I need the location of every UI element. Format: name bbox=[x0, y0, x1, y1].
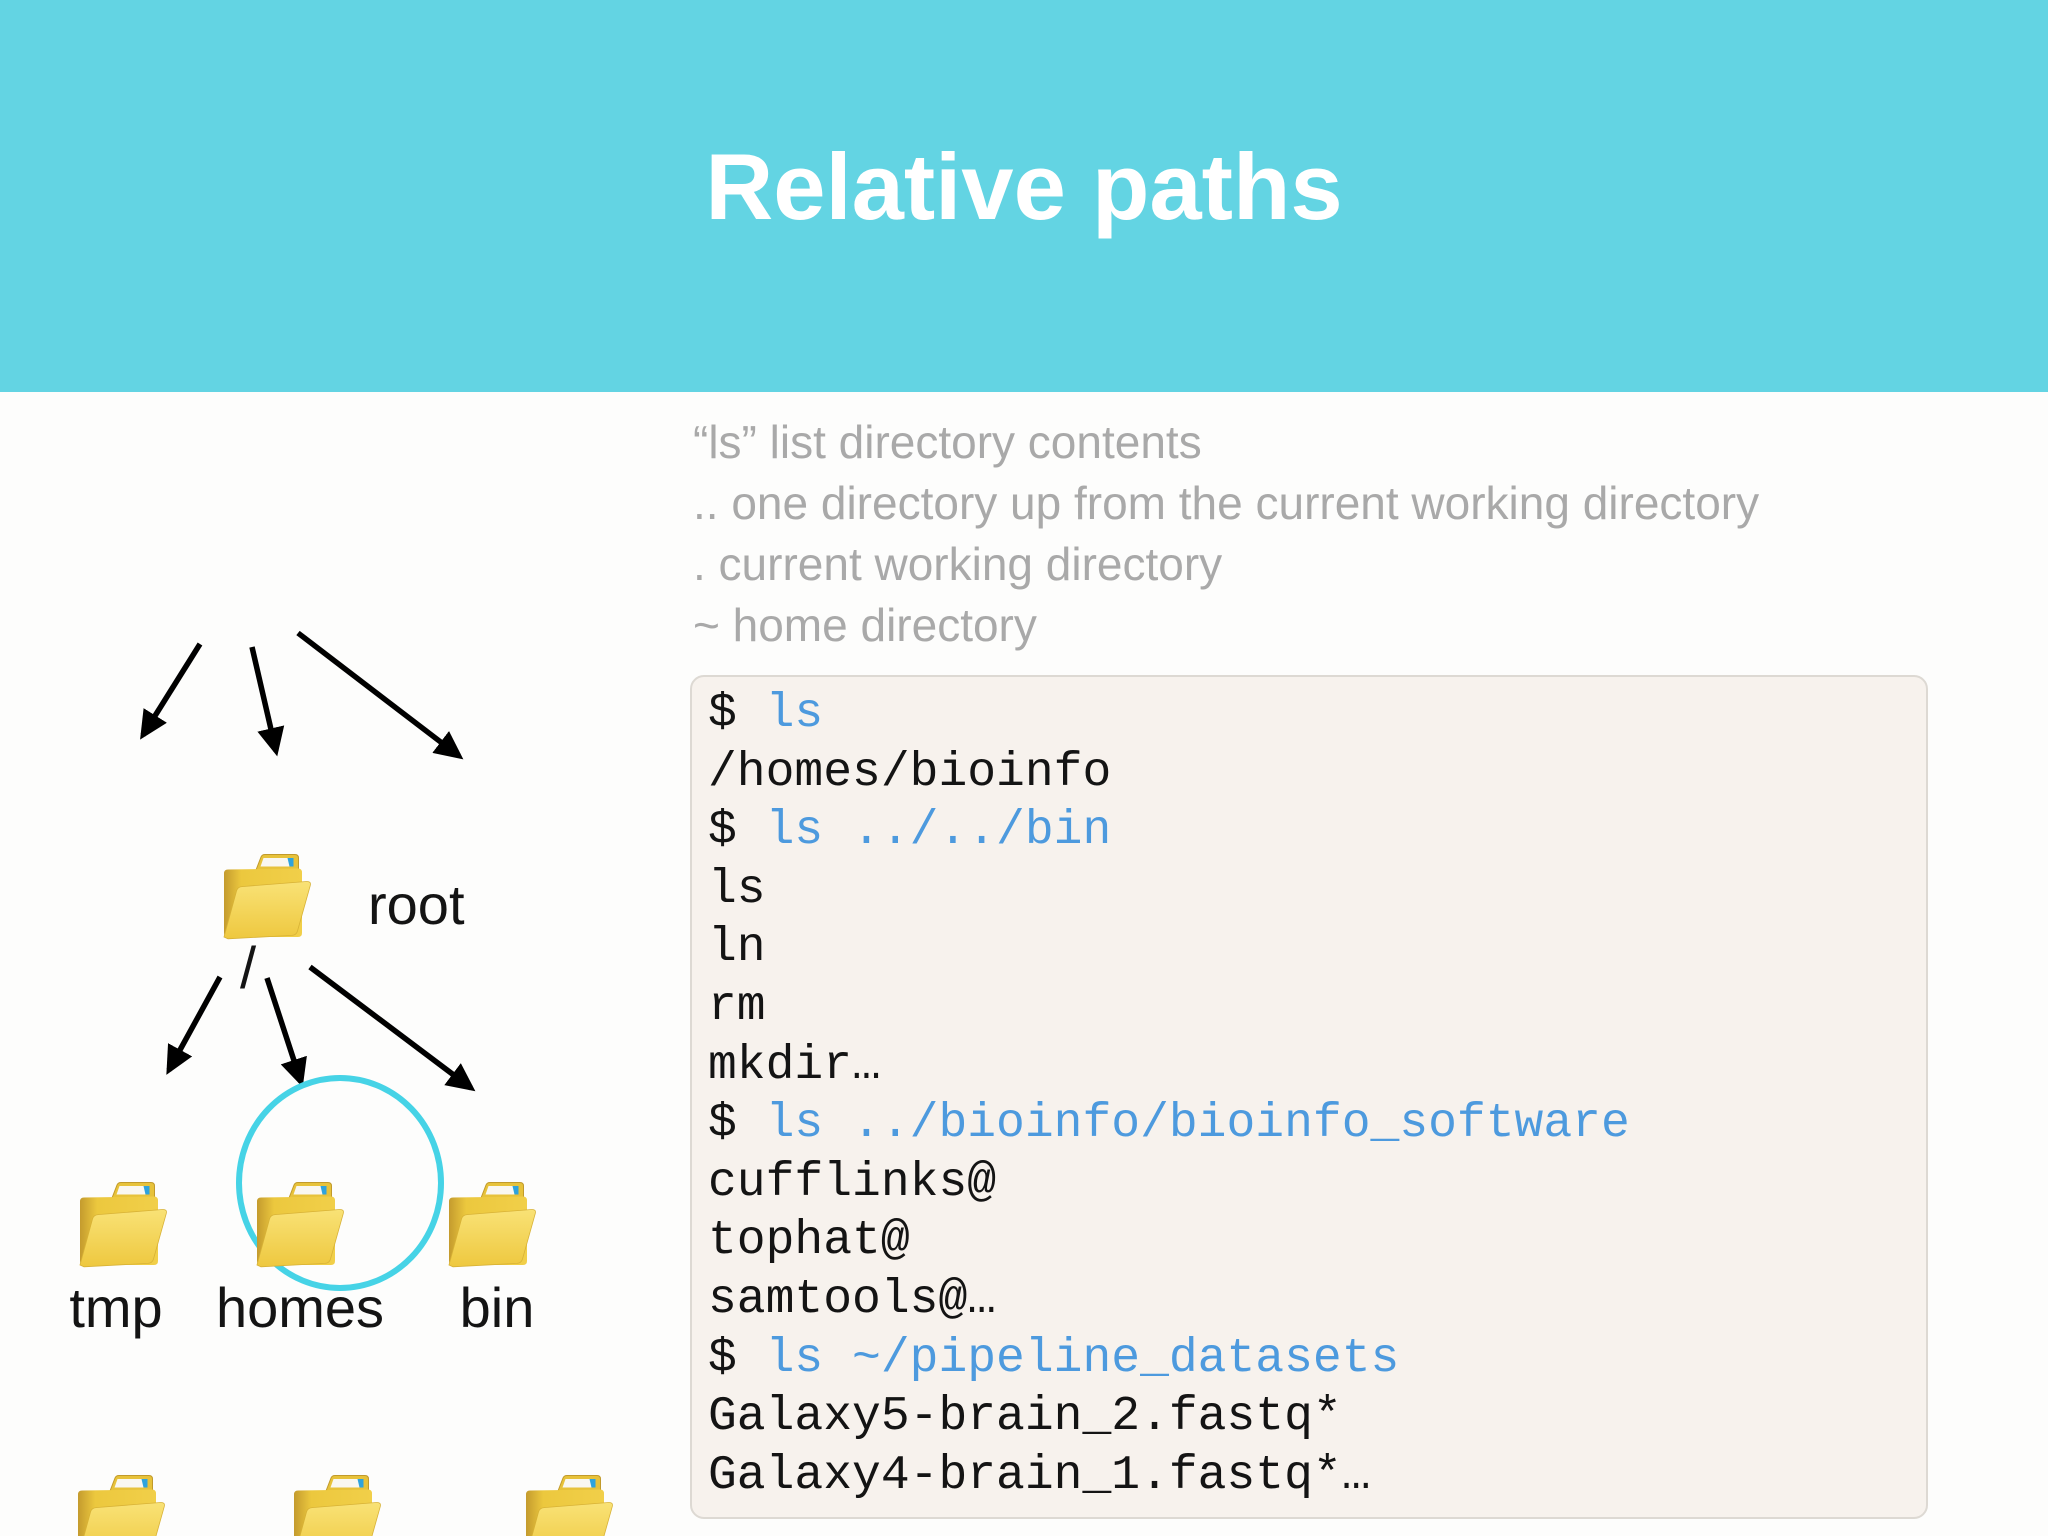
shell-command: ls bbox=[765, 687, 824, 741]
shell-command: ls ../../bin bbox=[765, 804, 1112, 859]
header-band bbox=[0, 0, 2048, 392]
folder-user2 bbox=[512, 1473, 616, 1536]
shell-output: Galaxy4-brain_1.fastq*… bbox=[708, 1448, 1371, 1503]
arrow-root-homes bbox=[249, 646, 285, 757]
folder-user1 bbox=[64, 1473, 168, 1536]
folder-icon bbox=[223, 854, 311, 940]
terminal-line: /homes/bioinfo bbox=[708, 744, 1908, 803]
bioinfo-highlight-circle bbox=[236, 1075, 444, 1291]
node-label-bin: bin bbox=[459, 1276, 535, 1339]
folder-icon bbox=[79, 1182, 167, 1268]
shell-output: samtools@… bbox=[708, 1272, 997, 1327]
terminal-line: ls bbox=[708, 861, 1908, 920]
arrow-homes-bioinfo bbox=[264, 977, 307, 1088]
folder-homes bbox=[243, 1180, 347, 1272]
shell-output: rm bbox=[708, 979, 766, 1034]
terminal-line: cufflinks@ bbox=[708, 1154, 1908, 1213]
directory-tree-diagram: root / bbox=[0, 380, 690, 1536]
terminal-line: Galaxy5-brain_2.fastq* bbox=[708, 1388, 1908, 1447]
terminal-line: tophat@ bbox=[708, 1212, 1908, 1271]
terminal-line: $ ls bbox=[708, 685, 1908, 744]
shell-output: tophat@ bbox=[708, 1214, 910, 1269]
terminal-block: $ ls /homes/bioinfo $ ls ../../bin ls ln… bbox=[690, 675, 1928, 1519]
node-label-root: root bbox=[368, 873, 465, 936]
shell-output: mkdir… bbox=[708, 1038, 881, 1093]
note-ls: “ls” list directory contents bbox=[693, 416, 1202, 468]
tree-connectors bbox=[140, 630, 476, 1291]
shell-prompt: $ bbox=[708, 1331, 766, 1386]
shell-prompt: $ bbox=[708, 687, 766, 741]
shell-output: ln bbox=[708, 921, 766, 976]
terminal-line: Galaxy4-brain_1.fastq*… bbox=[708, 1447, 1908, 1506]
shell-command: ls ../bioinfo/bioinfo_software bbox=[765, 1097, 1630, 1152]
folder-icon bbox=[256, 1182, 344, 1268]
shell-prompt: $ bbox=[708, 804, 766, 859]
tree-arrows bbox=[140, 630, 476, 1092]
note-dot: . current working directory bbox=[693, 538, 1223, 590]
folder-root bbox=[210, 852, 314, 944]
path-notes: “ls” list directory contents .. one dire… bbox=[693, 412, 2023, 656]
terminal-line: rm bbox=[708, 978, 1908, 1037]
folder-icon bbox=[78, 1475, 165, 1536]
node-label-homes: homes bbox=[215, 1276, 385, 1339]
terminal-line: ln bbox=[708, 919, 1908, 978]
page-title: Relative paths bbox=[705, 134, 1343, 239]
folder-icon bbox=[448, 1182, 536, 1268]
shell-output: ls bbox=[708, 862, 766, 917]
note-tilde: ~ home directory bbox=[693, 599, 1037, 651]
folder-bioinfo bbox=[280, 1473, 384, 1536]
note-dotdot: .. one directory up from the current wor… bbox=[693, 477, 1760, 529]
terminal-line: $ ls ~/pipeline_datasets bbox=[708, 1330, 1908, 1389]
terminal-line: samtools@… bbox=[708, 1271, 1908, 1330]
folder-bin bbox=[435, 1180, 539, 1272]
folder-icon bbox=[526, 1475, 613, 1536]
arrow-root-tmp bbox=[140, 642, 203, 740]
terminal-line: $ ls ../../bin bbox=[708, 802, 1908, 861]
terminal-line: mkdir… bbox=[708, 1037, 1908, 1096]
arrow-root-bin bbox=[296, 630, 464, 760]
shell-command: ls ~/pipeline_datasets bbox=[765, 1331, 1400, 1386]
terminal-line: $ ls ../bioinfo/bioinfo_software bbox=[708, 1095, 1908, 1154]
shell-prompt: $ bbox=[708, 1097, 766, 1152]
arrow-homes-user2 bbox=[308, 964, 476, 1092]
shell-output: /homes/bioinfo bbox=[708, 745, 1112, 800]
shell-output: cufflinks@ bbox=[708, 1155, 997, 1210]
shell-output: Galaxy5-brain_2.fastq* bbox=[708, 1390, 1342, 1445]
arrow-homes-user1 bbox=[166, 975, 223, 1075]
folder-tmp bbox=[66, 1180, 170, 1272]
node-label-tmp: tmp bbox=[69, 1276, 163, 1339]
folder-icon bbox=[294, 1475, 381, 1536]
root-path-symbol: / bbox=[240, 936, 257, 1001]
